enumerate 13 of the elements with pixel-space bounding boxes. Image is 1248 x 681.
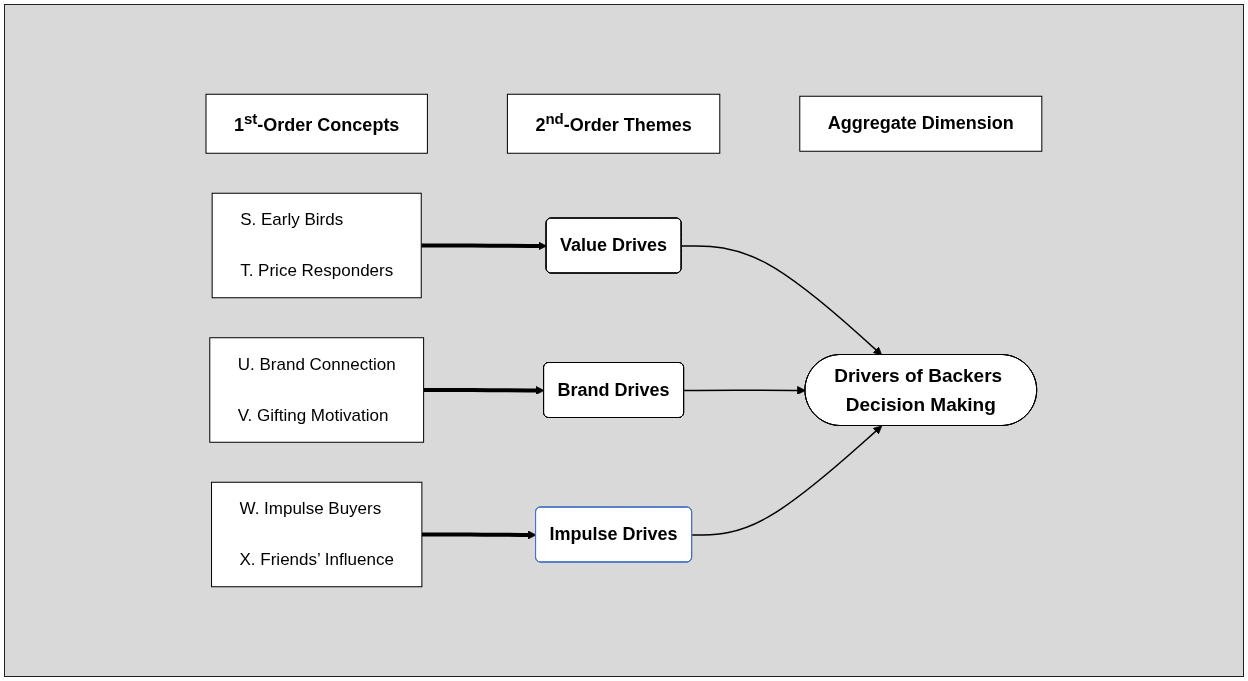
node-box	[211, 481, 423, 588]
arrow	[691, 425, 883, 536]
arrow	[421, 530, 537, 540]
node-box	[507, 93, 721, 154]
node-box	[209, 337, 425, 443]
node-box	[211, 192, 422, 299]
node-box	[799, 95, 1043, 152]
arrow	[680, 245, 883, 356]
diagram-background: 1$^{st}$-Order Concepts 2$^{nd}$-Order Themes Aggregate Dimension S. Early Birds T. Price Responders Value Drives U. Brand Connection V. Gifting Motivation Brand Drives W. Impulse Buyers X. Friends’ Influence Impulse Drives Drivers of Backers Decision Making	[4, 4, 1244, 677]
arrow	[423, 386, 545, 395]
arrow	[683, 386, 806, 395]
arrow	[421, 241, 548, 251]
node-box	[205, 93, 428, 154]
